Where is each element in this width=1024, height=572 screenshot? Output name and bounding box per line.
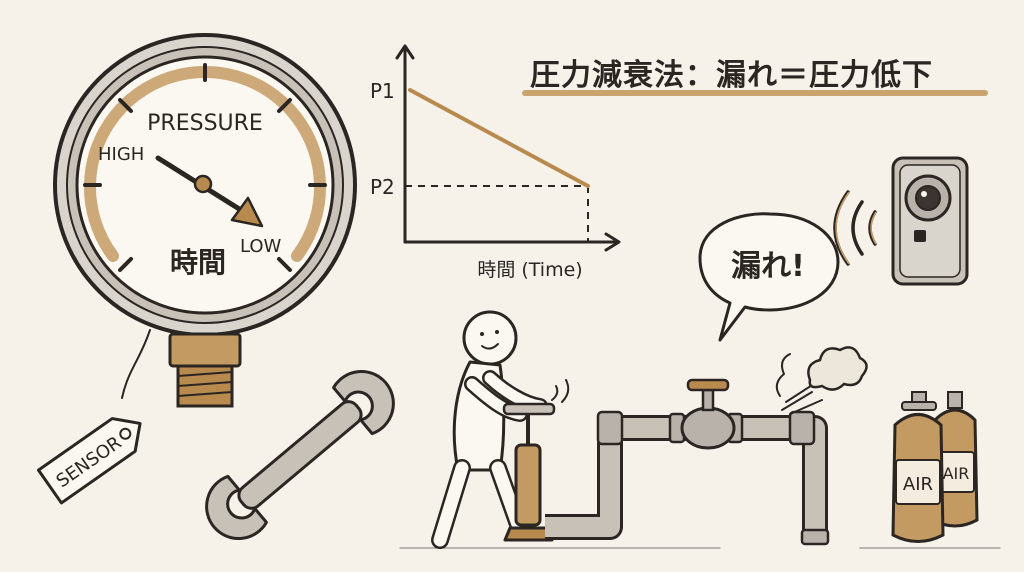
- gauge-label-time: 時間: [170, 246, 226, 279]
- gauge-needle: [155, 155, 264, 228]
- gauge-fitting: [168, 332, 242, 408]
- air-tank-front: AIR: [891, 391, 945, 543]
- page-title: 圧力減衰法：漏れ＝圧力低下: [530, 58, 933, 93]
- signal-waves-icon: [833, 190, 877, 266]
- speech-bubble-label: 漏れ!: [731, 249, 805, 284]
- chart-x-label: 時間 (Time): [477, 259, 582, 281]
- person-with-pump: [431, 310, 570, 549]
- chart-series-line: [408, 88, 590, 188]
- chart-y-tick-label: P1: [370, 79, 395, 103]
- leak-detector-device: [833, 156, 969, 286]
- wrench-icon: [205, 370, 395, 540]
- leak-speech-bubble: 漏れ!: [698, 212, 840, 342]
- gauge-label-pressure: PRESSURE: [147, 111, 263, 136]
- air-tank-front-label: AIR: [903, 474, 933, 495]
- leak-puff: [775, 346, 868, 415]
- sensor-tag: SENSOR: [36, 329, 151, 505]
- gauge-label-low: LOW: [240, 236, 282, 257]
- chart-x-axis-arrow: [604, 232, 621, 252]
- pipe-assembly: [545, 346, 868, 546]
- air-tank-back-label: AIR: [943, 464, 970, 483]
- hand-pump: [502, 402, 556, 542]
- air-tanks: AIR AIR: [891, 391, 979, 543]
- valve: [680, 378, 736, 450]
- pressure-gauge: PRESSURE HIGH LOW 時間: [53, 33, 357, 408]
- title-banner: 圧力減衰法：漏れ＝圧力低下: [522, 44, 992, 96]
- gauge-label-high: HIGH: [98, 144, 144, 165]
- chart-y-axis-arrow: [395, 44, 415, 60]
- title-underline: [522, 90, 988, 96]
- gauge-ticks: [83, 63, 327, 272]
- chart-y-tick-label: P2: [370, 175, 395, 199]
